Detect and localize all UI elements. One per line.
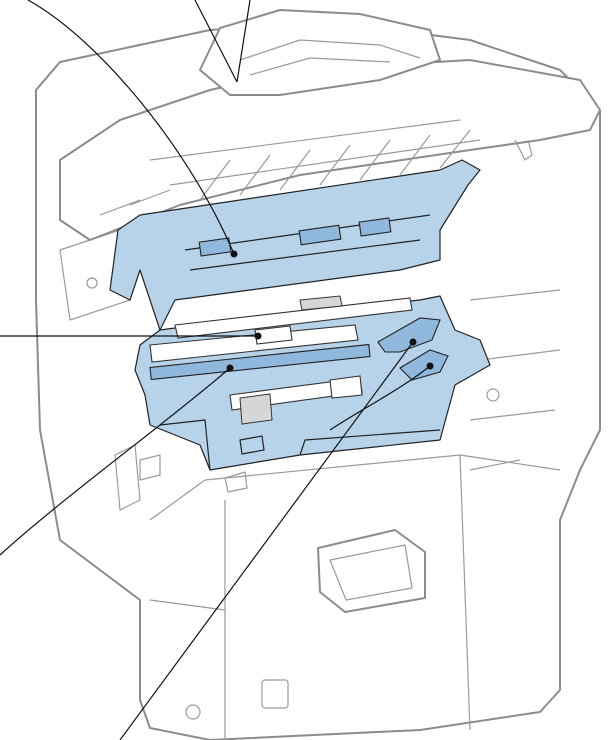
- leader-side-lever: [329, 365, 431, 431]
- leader-scanner-b: [236, 0, 251, 83]
- side-lever: [399, 349, 449, 381]
- leader-scanner-a: [194, 0, 238, 83]
- charging-roller: [149, 343, 371, 381]
- leader-transfer-roller: [0, 367, 231, 556]
- leader-top-cover: [27, 0, 235, 255]
- cartridge-bay: [134, 295, 491, 471]
- callout-leaders: [0, 0, 434, 740]
- power-button: [261, 679, 289, 709]
- power-indicator: [185, 704, 201, 720]
- paper-guide-lever: [377, 317, 441, 353]
- inner-cover-blue: [109, 159, 481, 331]
- scanner-unit: [59, 9, 601, 241]
